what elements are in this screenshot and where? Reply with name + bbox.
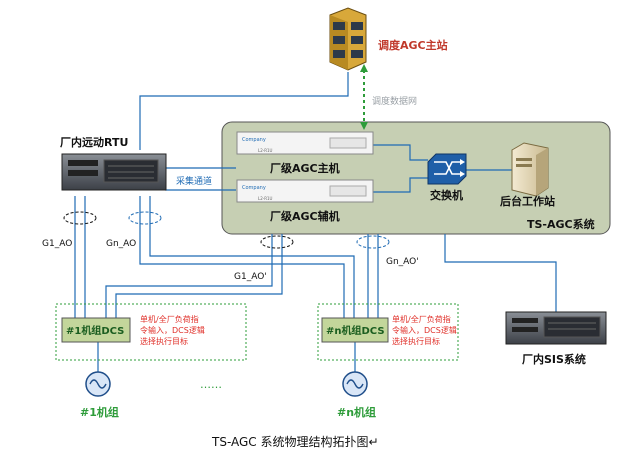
rtu-label: 厂内远动RTU [60,135,128,149]
server-rack-icon [329,7,367,71]
server-model-text: L2-R1U [258,148,273,153]
agc-main-label: 厂级AGC主机 [270,161,340,175]
link-ellipses [63,211,390,249]
dcs1-box [61,317,131,343]
dcsn-box [321,317,389,343]
agc-aux-device: Company L2-R1U [236,179,374,203]
generator-icon [342,371,368,397]
sis-label: 厂内SIS系统 [522,352,586,366]
switch-label: 交换机 [430,188,463,202]
agc-main-device: Company L2-R1U [236,131,374,155]
dcs1-note-line: 选择执行目标 [140,336,188,346]
switch-icon [427,153,467,185]
gn-ao-label: Gn_AO [106,239,136,249]
workstation-label: 后台工作站 [500,194,555,208]
dcsn-label: #n机组DCS [326,324,385,337]
ellipsis-label: …… [200,378,222,391]
dcsn-group-dashed-box [317,303,459,361]
g1-ao-label: G1_AO [42,239,72,249]
server-model-text: L2-R1U [258,196,273,201]
unitn-label: #n机组 [337,405,376,419]
dcs1-note-line: 单机/全厂负荷指 [140,314,199,324]
dcsn-note: 单机/全厂负荷指 令输入，DCS逻辑 选择执行目标 [392,314,457,346]
server-brand-text: Company [242,185,266,191]
workstation-icon [511,142,549,197]
dispatch-net-label: 调度数据网 [372,95,417,107]
dispatch-station-label: 调度AGC主站 [378,38,448,52]
generator-icon [85,371,111,397]
rtu-device-icon [61,153,167,191]
diagram-caption: TS-AGC 系统物理结构拓扑图↵ [211,434,379,449]
collect-channel-label: 采集通道 [176,175,212,187]
dcs1-group-dashed-box [55,303,247,361]
dcsn-note-line: 令输入，DCS逻辑 [392,325,457,335]
dcsn-note-line: 选择执行目标 [392,336,440,346]
system-label: TS-AGC系统 [527,217,595,231]
unit1-label: #1机组 [80,405,119,419]
dcs1-note-line: 令输入，DCS逻辑 [140,325,205,335]
server-brand-text: Company [242,137,266,143]
agc-aux-label: 厂级AGC辅机 [270,209,340,223]
connection-lines [74,72,557,372]
gn-ao-prime-label: Gn_AO' [386,257,419,267]
dcsn-note-line: 单机/全厂负荷指 [392,314,451,324]
sis-device-icon [505,311,607,345]
g1-ao-prime-label: G1_AO' [234,272,267,282]
dcs1-label: #1机组DCS [66,324,124,337]
dcs1-note: 单机/全厂负荷指 令输入，DCS逻辑 选择执行目标 [140,314,205,346]
